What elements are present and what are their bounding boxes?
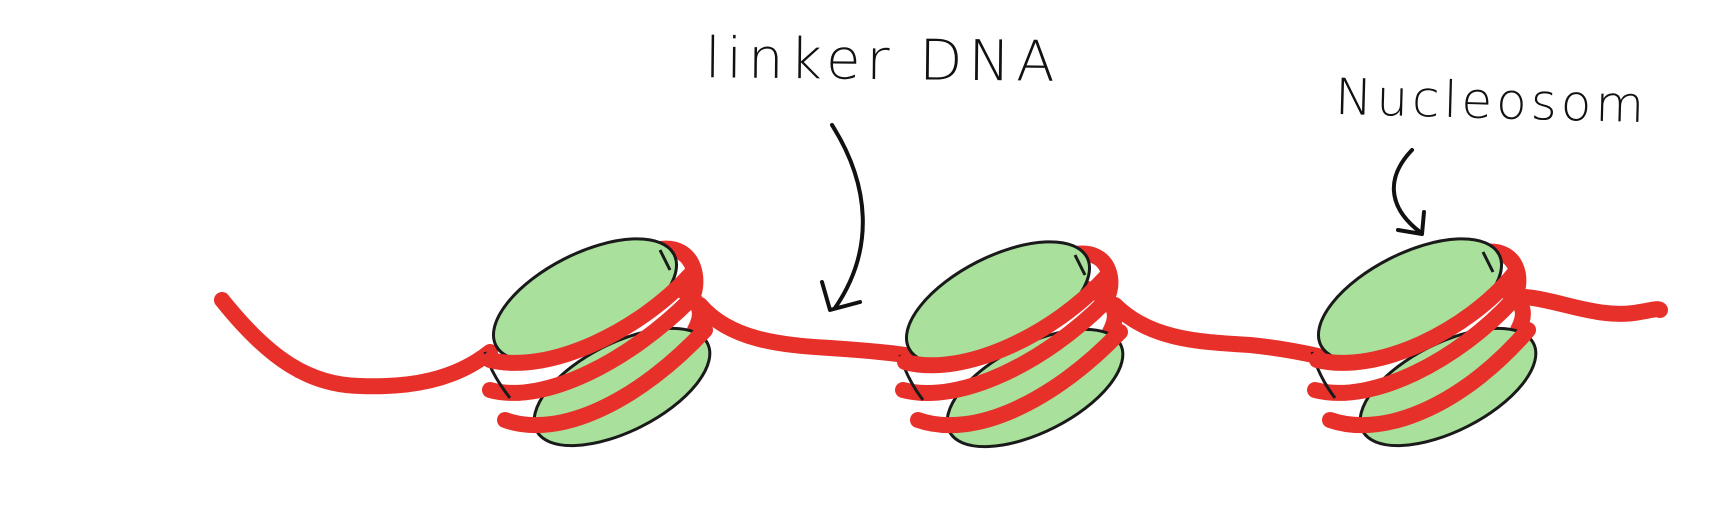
dna-strand-left (214, 292, 498, 395)
nucleosome-1 (482, 237, 713, 448)
nucleosome-label: Nucleosom (1334, 67, 1649, 135)
linker-arrow (820, 123, 865, 312)
nucleosome-2 (895, 240, 1128, 449)
nucleosome-arrow (1391, 148, 1426, 236)
nucleosome-3 (1307, 237, 1538, 448)
linker-dna-2 (1107, 297, 1326, 364)
linker-dna-label: linker DNA (704, 26, 1061, 95)
dna-strand-right (1517, 289, 1668, 322)
linker-dna-1 (692, 297, 913, 363)
